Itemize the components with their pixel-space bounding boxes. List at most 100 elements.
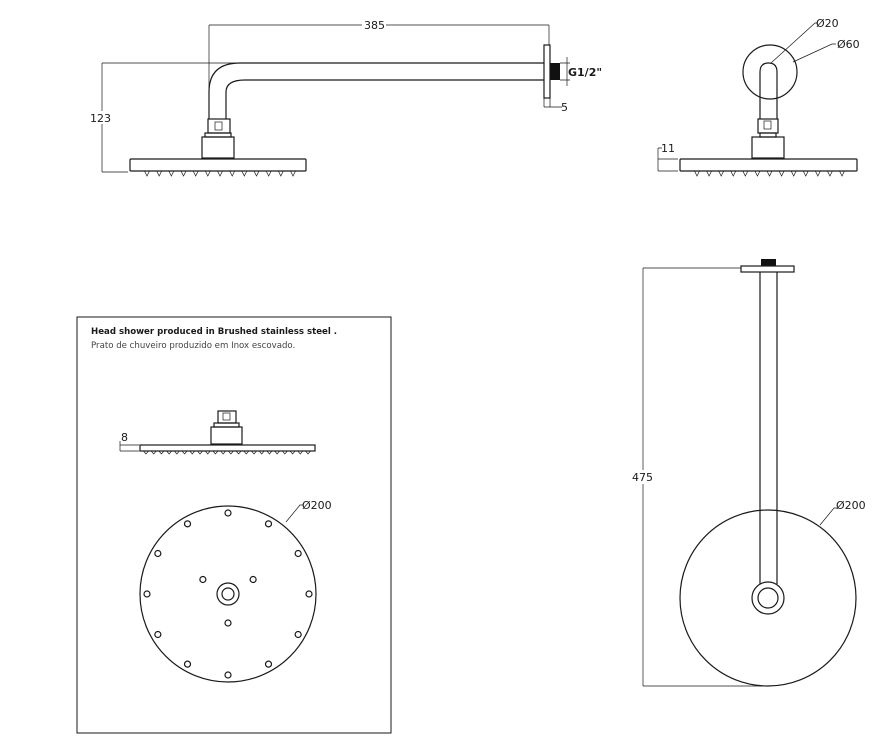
nozzle xyxy=(229,170,235,177)
nozzle xyxy=(174,450,180,455)
detail-frame xyxy=(76,316,392,734)
nozzle xyxy=(289,450,296,455)
note-portuguese: Prato de chuveiro produzido em Inox esco… xyxy=(91,341,295,351)
shower-collar xyxy=(213,422,240,428)
ceiling-flange xyxy=(740,265,795,273)
nut-detail xyxy=(214,121,223,131)
nozzle xyxy=(241,170,248,177)
thread-dim xyxy=(560,57,570,86)
dim-5 xyxy=(543,98,562,108)
height-label: 123 xyxy=(90,112,111,125)
nozzle-hole xyxy=(154,549,162,558)
leader-d200 xyxy=(285,504,303,523)
nozzle xyxy=(180,170,187,177)
nozzle xyxy=(156,170,162,177)
arm-outer-edge xyxy=(208,62,544,119)
nozzle-hole xyxy=(183,520,192,528)
dim-385 xyxy=(208,24,550,88)
wall-flange xyxy=(543,44,551,99)
nozzle xyxy=(278,170,284,177)
nozzle-hole xyxy=(305,590,313,598)
plate-thickness-box-label: 8 xyxy=(121,431,128,444)
thread xyxy=(550,63,560,80)
nozzle-hole xyxy=(224,509,232,517)
nozzle xyxy=(265,170,272,177)
nozzle xyxy=(205,170,211,177)
nozzle xyxy=(143,450,149,455)
nozzle xyxy=(253,170,260,177)
nozzle xyxy=(189,450,196,455)
nozzle xyxy=(282,450,288,455)
shower-collar xyxy=(759,132,777,138)
head-diameter-ceiling-label: Ø200 xyxy=(836,499,866,512)
ceiling-length-label: 475 xyxy=(632,471,653,484)
flange-diameter-label: Ø60 xyxy=(837,38,860,51)
head-diameter-label: Ø200 xyxy=(302,499,332,512)
shower-body xyxy=(210,426,243,445)
nozzle xyxy=(197,450,203,455)
shower-plate-side xyxy=(139,444,316,452)
nozzle xyxy=(766,170,773,177)
nozzle xyxy=(706,170,712,177)
nozzle xyxy=(839,170,845,177)
dim-8 xyxy=(119,441,139,452)
nozzle xyxy=(827,170,833,177)
nozzle xyxy=(217,170,223,177)
nut xyxy=(207,118,231,134)
thread xyxy=(761,259,776,266)
nozzle xyxy=(694,170,700,177)
nozzle xyxy=(742,170,749,177)
nozzle-hole xyxy=(249,575,257,584)
nozzle xyxy=(204,450,211,455)
leader-d200 xyxy=(819,507,837,526)
shower-body xyxy=(751,136,785,159)
nozzle-hole xyxy=(224,671,232,679)
arm-length-label: 385 xyxy=(364,19,385,32)
nozzle xyxy=(815,170,821,177)
arm-inner-edge xyxy=(225,79,544,119)
nozzle xyxy=(754,170,761,177)
shower-head-face xyxy=(679,509,857,687)
pipe-diameter-label: Ø20 xyxy=(816,17,839,30)
leader-d20 xyxy=(770,22,818,64)
nut-detail xyxy=(763,120,772,130)
nozzle-hole xyxy=(224,619,232,627)
nozzle xyxy=(235,450,242,455)
leader-d60 xyxy=(792,43,836,63)
nozzle xyxy=(158,450,165,455)
ceiling-arm-view: 475 Ø200 xyxy=(631,259,866,687)
nozzle xyxy=(150,450,157,455)
connector-ring-outer xyxy=(751,581,785,615)
nozzles xyxy=(694,170,845,177)
shower-plate xyxy=(129,158,307,172)
note-english: Head shower produced in Brushed stainles… xyxy=(91,327,337,337)
nozzle-hole xyxy=(143,590,151,598)
nozzle xyxy=(802,170,809,177)
dim-475 xyxy=(642,267,768,687)
shower-head-face xyxy=(139,505,317,683)
nozzle-hole xyxy=(183,660,192,668)
nozzles xyxy=(144,170,296,177)
flange-thickness-label: 5 xyxy=(561,101,568,114)
center-ring-inner xyxy=(221,587,235,601)
wall-arm-front-view: Ø20 Ø60 11 xyxy=(657,17,860,177)
head-shower-detail-box: Head shower produced in Brushed stainles… xyxy=(76,316,392,734)
plate-thickness-label: 11 xyxy=(661,142,675,155)
nozzle xyxy=(778,170,785,177)
nozzle xyxy=(168,170,175,177)
nozzle xyxy=(144,170,150,177)
shower-plate xyxy=(679,158,858,172)
nozzle-hole xyxy=(264,520,273,528)
nozzle xyxy=(290,170,296,177)
nozzle-hole xyxy=(264,660,273,668)
wall-arm-side-view: G1/2" 385 123 5 xyxy=(89,18,602,177)
nozzle xyxy=(305,450,311,455)
nozzle-hole xyxy=(154,630,162,639)
nozzle xyxy=(730,170,737,177)
nozzle-hole xyxy=(199,575,207,584)
nozzle xyxy=(266,450,273,455)
ceiling-pipe xyxy=(759,272,778,584)
nozzle-hole xyxy=(294,549,302,558)
nozzle xyxy=(181,450,188,455)
